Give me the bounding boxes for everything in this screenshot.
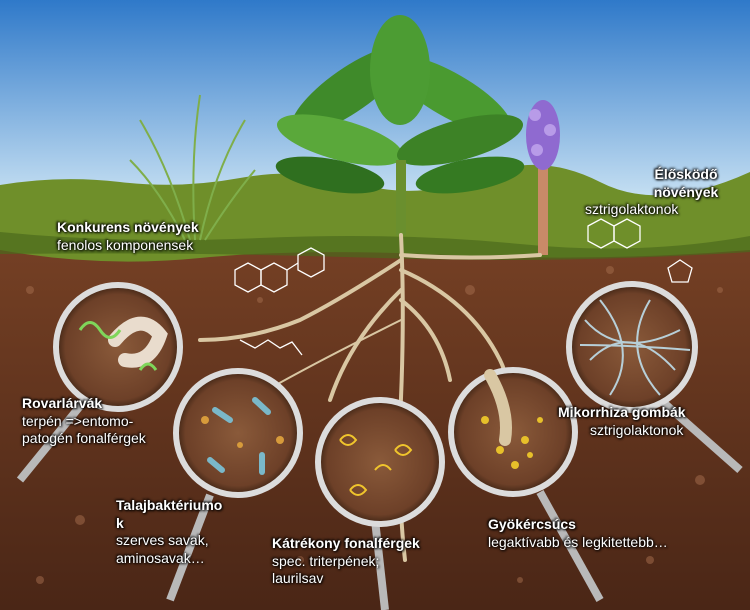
label-title: Rovarlárvák bbox=[22, 395, 103, 411]
label-nematodes: Kátrékony fonalférgek spec. triterpének;… bbox=[272, 535, 420, 588]
label-subtitle: fenolos komponensek bbox=[57, 236, 194, 253]
label-subtitle: sztrigolaktonok bbox=[585, 201, 679, 217]
label-title: Konkurens növények bbox=[57, 219, 199, 235]
label-root-tip: Gyökércsúcs legaktívabb és legkitettebb… bbox=[488, 516, 668, 551]
label-subtitle-line1: terpén =>entomo- bbox=[22, 412, 134, 429]
label-title-line2: k bbox=[116, 514, 124, 531]
label-subtitle-line2: patogén fonalférgek bbox=[22, 430, 146, 446]
molecule-structures bbox=[94, 218, 693, 388]
magnifier-lenses bbox=[16, 281, 743, 610]
label-subtitle: sztrigolaktonok bbox=[590, 421, 684, 438]
label-title-line1: Élősködő bbox=[654, 166, 718, 182]
label-title: Mikorrhiza gombák bbox=[558, 404, 686, 420]
label-title-line2: növények bbox=[653, 183, 719, 200]
label-parasitic-plants: Élősködő növények sztrigolaktonok bbox=[585, 166, 745, 219]
label-subtitle: legaktívabb és legkitettebb… bbox=[488, 533, 668, 550]
label-subtitle-line2: aminosavak… bbox=[116, 549, 205, 566]
grass-shadow bbox=[0, 232, 750, 260]
label-subtitle-line2: laurilsav bbox=[272, 570, 324, 586]
main-plant bbox=[275, 15, 525, 235]
label-title-line1: Talajbaktériumo bbox=[116, 497, 223, 513]
label-soil-bacteria: Talajbaktériumo k szerves savak, aminosa… bbox=[116, 497, 222, 567]
label-title: Kátrékony fonalférgek bbox=[272, 535, 420, 551]
label-subtitle-line1: szerves savak, bbox=[116, 532, 209, 548]
label-insect-larvae: Rovarlárvák terpén =>entomo- patogén fon… bbox=[22, 395, 146, 448]
label-mycorrhiza: Mikorrhiza gombák sztrigolaktonok bbox=[558, 404, 686, 439]
label-title: Gyökércsúcs bbox=[488, 516, 576, 532]
label-competing-plants: Konkurens növények fenolos komponensek bbox=[57, 219, 199, 254]
parasitic-plant bbox=[526, 100, 560, 255]
grass-layer bbox=[0, 164, 750, 262]
label-subtitle-line1: spec. triterpének; bbox=[272, 552, 380, 569]
competing-grass bbox=[129, 94, 256, 241]
